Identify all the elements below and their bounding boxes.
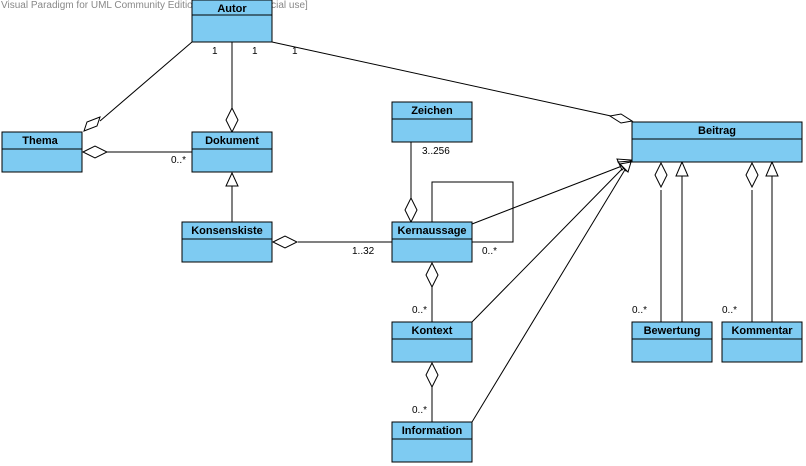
class-dokument[interactable]: Dokument [191, 131, 273, 173]
class-kernaussage[interactable]: Kernaussage [391, 221, 473, 263]
mult-autor-dokument: 1 [252, 46, 258, 57]
mult-beitrag-kommentar: 0..* [722, 305, 737, 316]
gen-kontext-beitrag[interactable] [471, 166, 625, 323]
class-name-konsenskiste: Konsenskiste [191, 225, 263, 237]
class-thema[interactable]: Thema [1, 131, 83, 173]
mult-kernaussage-kontext: 0..* [412, 305, 427, 316]
class-bewertung[interactable]: Bewertung [631, 321, 713, 363]
aggregation-markers [81, 106, 759, 389]
mult-autor-beitrag: 1 [292, 46, 298, 57]
generalization-arrow-dokument [225, 171, 239, 187]
aggregation-diamond-kontext-information [425, 361, 439, 389]
class-zeichen[interactable]: Zeichen [391, 101, 473, 143]
generalization-arrow-beitrag-3 [618, 161, 632, 173]
aggregation-diamond-dokument-autor [225, 106, 239, 134]
class-name-dokument: Dokument [205, 135, 259, 147]
aggregation-diamond-thema-autor [83, 116, 101, 132]
aggregation-diamond-konsenskiste-kernaussage [271, 235, 299, 249]
aggregation-diamond-beitrag-kommentar [745, 161, 759, 189]
aggregation-diamond-thema-dokument [81, 145, 109, 159]
multiplicity-labels: 1 1 1 0..* 3..256 1..32 0..* 0..* 0..* 0… [171, 46, 737, 416]
class-name-bewertung: Bewertung [644, 325, 701, 337]
class-name-autor: Autor [217, 3, 247, 15]
class-name-beitrag: Beitrag [698, 125, 736, 137]
class-information[interactable]: Information [391, 421, 473, 463]
class-name-information: Information [402, 425, 463, 437]
class-name-kontext: Kontext [412, 325, 453, 337]
assoc-autor-thema[interactable] [99, 41, 193, 122]
mult-thema-dokument: 0..* [171, 155, 186, 166]
class-kontext[interactable]: Kontext [391, 321, 473, 363]
class-name-zeichen: Zeichen [411, 105, 453, 117]
class-name-kommentar: Kommentar [731, 325, 793, 337]
mult-zeichen-kernaussage: 3..256 [422, 146, 450, 157]
aggregation-diamond-kernaussage-zeichen [404, 196, 418, 224]
aggregation-diamond-beitrag-autor [608, 113, 634, 124]
class-name-thema: Thema [22, 135, 58, 147]
mult-autor-thema: 1 [212, 46, 218, 57]
generalization-arrow-kommentar [765, 160, 779, 177]
mult-beitrag-bewertung: 0..* [632, 305, 647, 316]
assoc-autor-beitrag[interactable] [271, 41, 612, 117]
class-kommentar[interactable]: Kommentar [721, 321, 803, 363]
aggregation-diamond-beitrag-bewertung [654, 161, 668, 189]
mult-kontext-information: 0..* [412, 405, 427, 416]
class-autor[interactable]: Autor [191, 0, 273, 43]
connectors [99, 41, 773, 423]
aggregation-diamond-kernaussage-kontext [425, 261, 439, 289]
generalization-arrow-bewertung [675, 160, 689, 177]
generalization-markers [225, 158, 779, 187]
class-name-kernaussage: Kernaussage [397, 225, 466, 237]
gen-kernaussage-beitrag[interactable] [471, 165, 623, 225]
class-konsenskiste[interactable]: Konsenskiste [181, 221, 273, 263]
assoc-kernaussage-self[interactable] [431, 181, 514, 243]
gen-information-beitrag[interactable] [471, 167, 627, 423]
mult-konsenskiste-kernaussage: 1..32 [352, 246, 375, 257]
watermark-text: Visual Paradigm for UML Community Editio… [1, 0, 308, 11]
mult-kernaussage-self: 0..* [482, 246, 497, 257]
class-beitrag[interactable]: Beitrag [631, 121, 803, 163]
